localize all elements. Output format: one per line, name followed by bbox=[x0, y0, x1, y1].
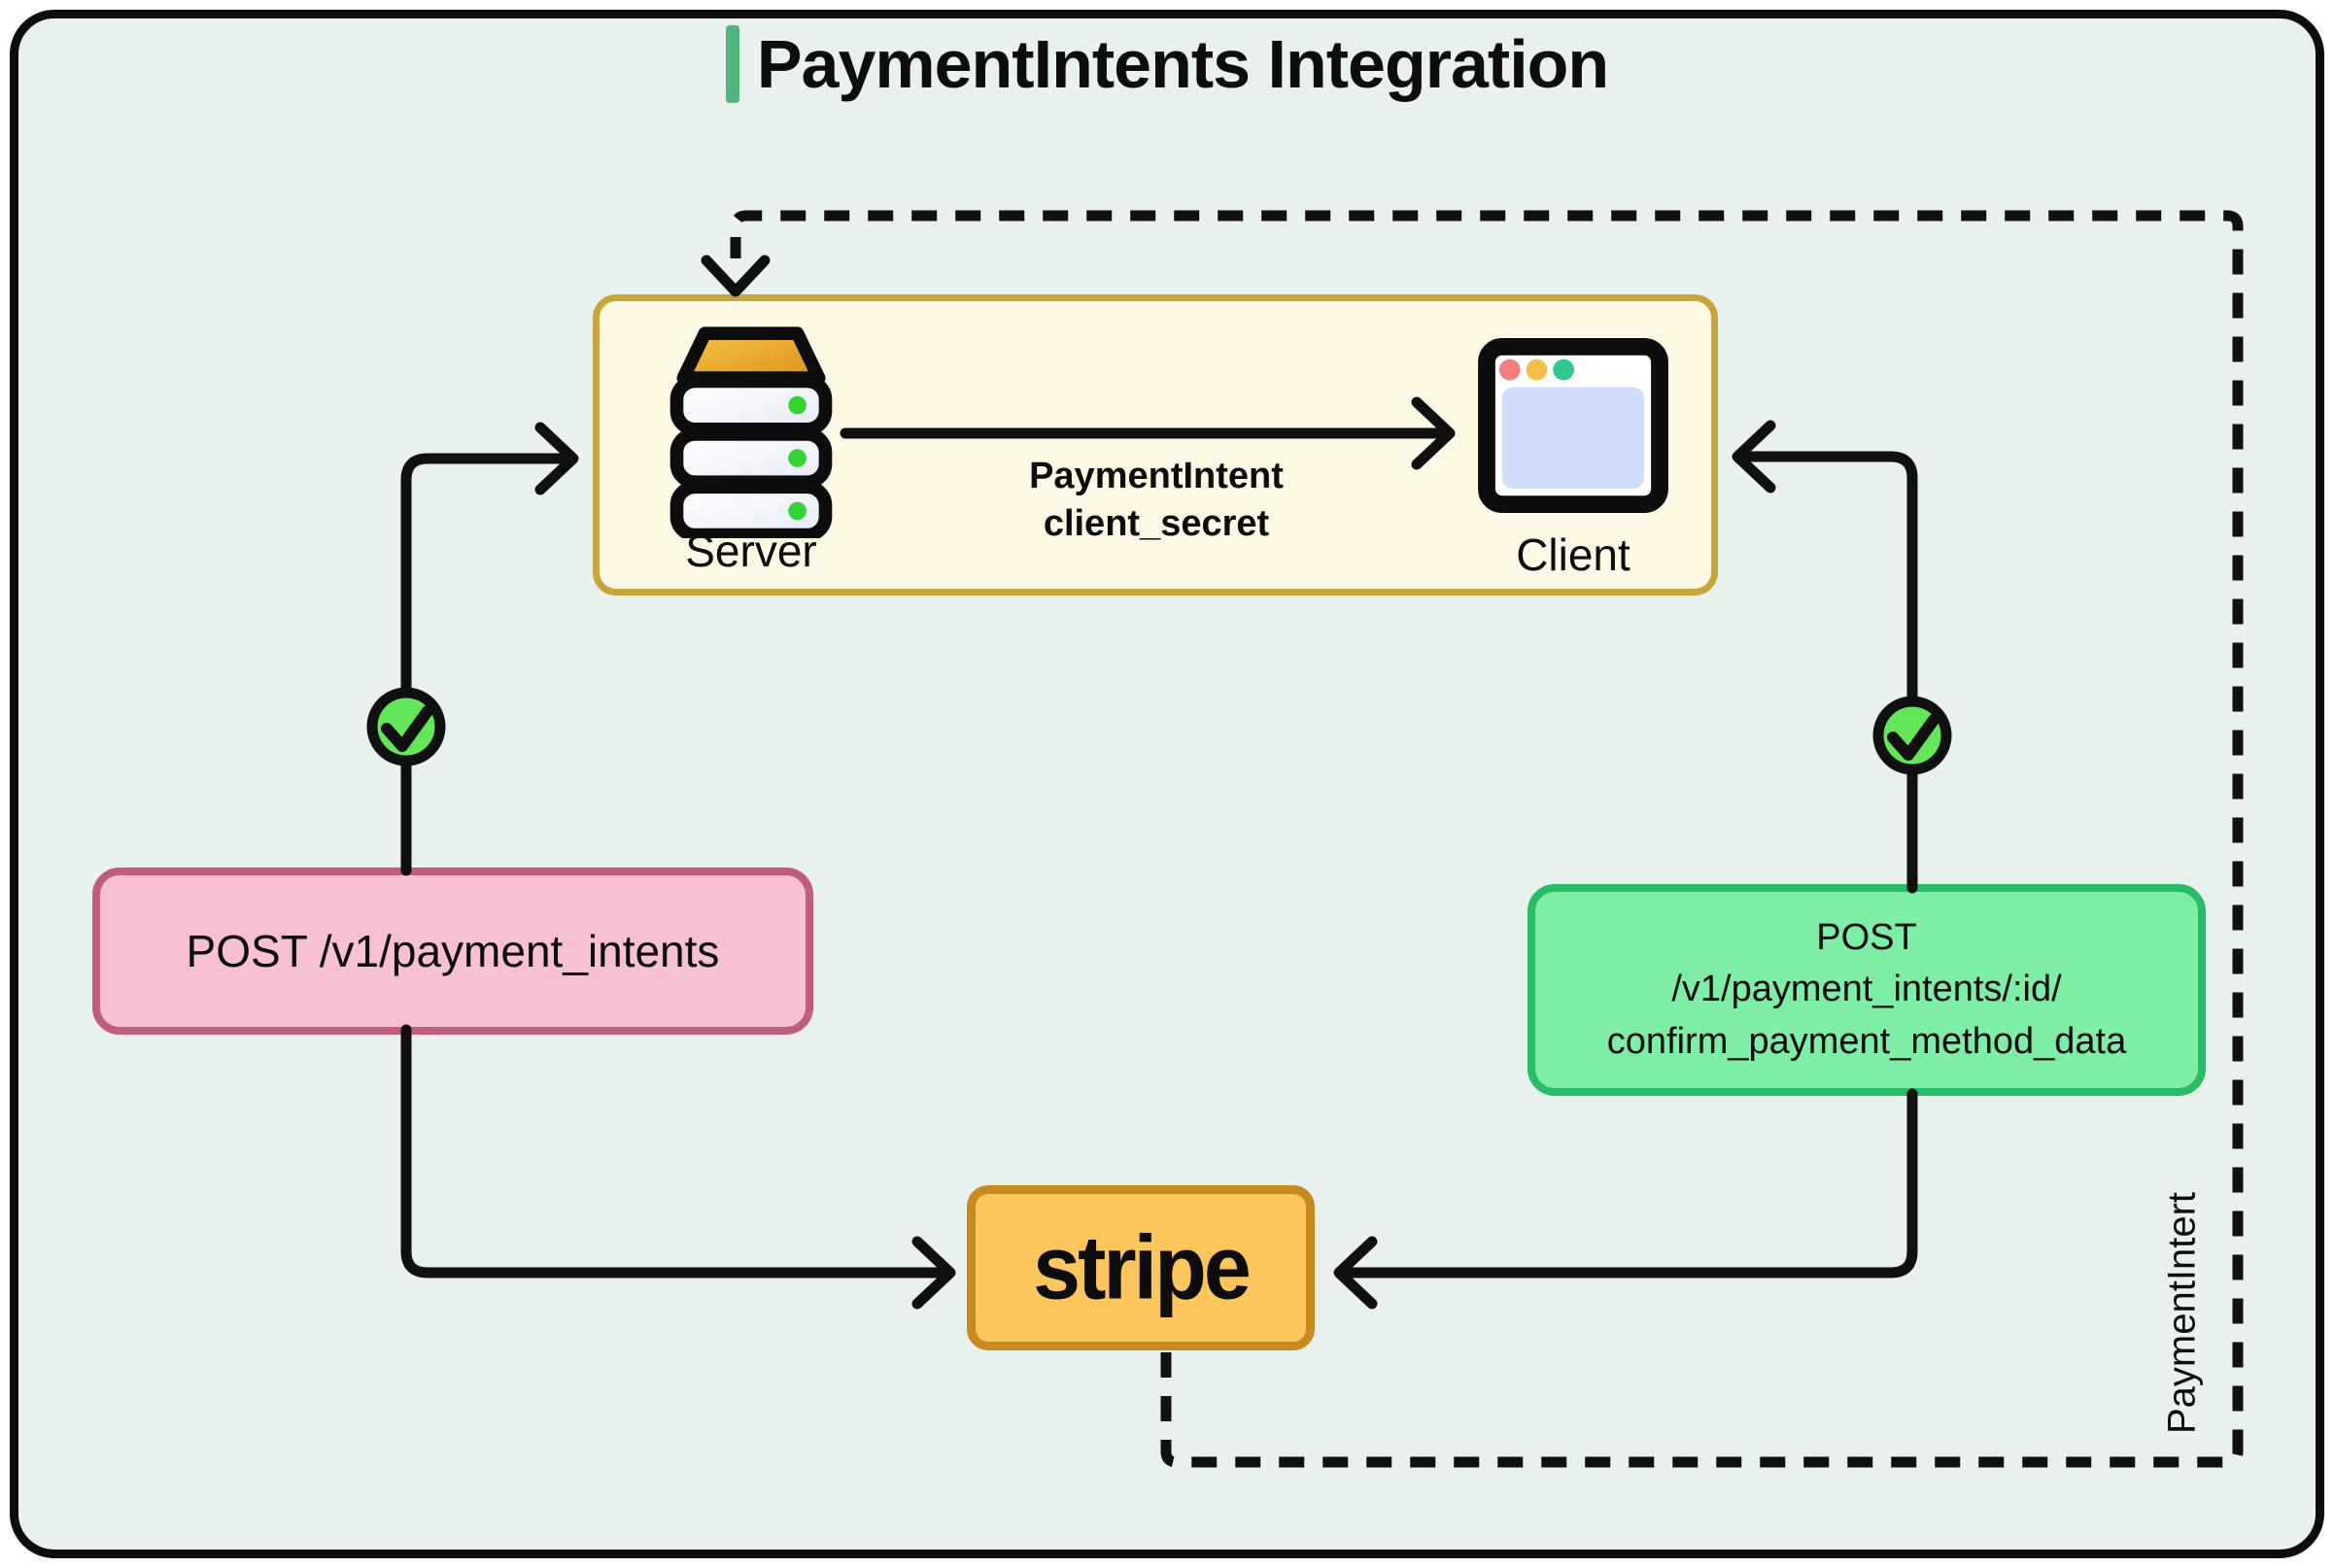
confirm-request-line1: POST bbox=[1816, 917, 1917, 959]
edge-label-line2: client_secret bbox=[1043, 503, 1270, 545]
stripe-logo: stripe bbox=[1033, 1216, 1252, 1318]
edge-label-line1: PaymentIntent bbox=[1029, 456, 1284, 496]
confirm-request-line2: /v1/payment_intents/:id/ bbox=[1671, 969, 2062, 1010]
create-intent-request-box: POST /v1/payment_intents bbox=[92, 868, 813, 1035]
server-label: Server bbox=[685, 526, 817, 576]
confirm-request-line3: confirm_payment_method_data bbox=[1606, 1020, 2127, 1062]
browser-window-icon bbox=[1477, 337, 1669, 519]
confirm-intent-request-box: POST /v1/payment_intents/:id/ confirm_pa… bbox=[1527, 884, 2206, 1096]
server-to-client-edge-label: PaymentIntent client_secret bbox=[933, 453, 1380, 549]
diagram-title-row: PaymentIntents Integration bbox=[0, 25, 2334, 103]
title-accent-bar bbox=[725, 25, 739, 103]
create-intent-request-label: POST /v1/payment_intents bbox=[186, 926, 720, 976]
server-stack-icon bbox=[669, 324, 834, 543]
stripe-node: stripe bbox=[967, 1185, 1315, 1350]
page-title: PaymentIntents Integration bbox=[756, 26, 1609, 102]
client-label: Client bbox=[1516, 529, 1630, 580]
stripe-return-label: PaymentIntert bbox=[2160, 1191, 2204, 1434]
